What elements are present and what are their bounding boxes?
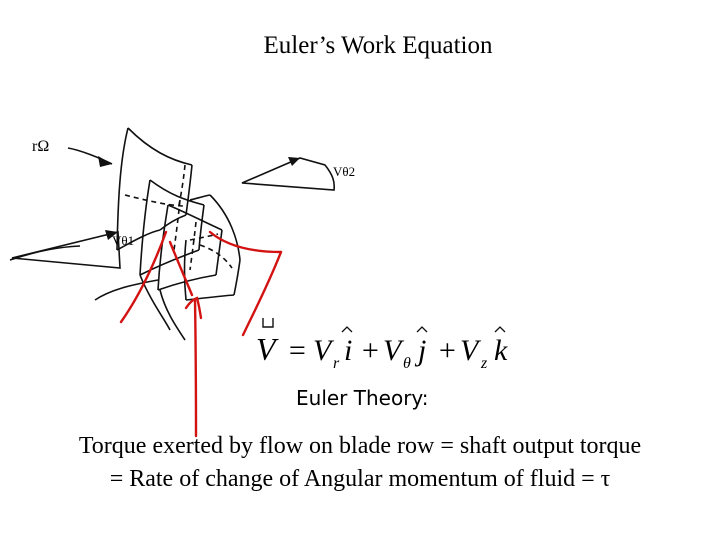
eq-lhs: V [256, 331, 279, 367]
velocity-equation: V = V r i + V θ j + V z k [256, 318, 508, 372]
label-v-theta2: Vθ2 [333, 164, 355, 179]
eq-term1-sub: r [333, 355, 340, 372]
slide-title: Euler’s Work Equation [263, 32, 493, 59]
eq-term3-unit: k [494, 334, 508, 367]
rotation-arrow [67, 147, 113, 165]
label-v-theta1: Vθ1 [112, 233, 134, 248]
eq-term2-unit: j [414, 334, 426, 367]
label-r-omega: rΩ [32, 138, 49, 155]
eq-term3: V [460, 334, 482, 367]
blade-sketch [9, 127, 241, 341]
eq-term2: V [383, 334, 405, 367]
eq-term1: V [313, 334, 335, 367]
red-annotations [119, 230, 283, 438]
velocity-triangles [11, 157, 336, 269]
eq-term3-sub: z [480, 355, 488, 372]
eq-term2-sub: θ [403, 355, 411, 372]
eq-equals: = [287, 334, 307, 367]
eq-plus1: + [360, 334, 380, 367]
torque-statement-line1: Torque exerted by flow on blade row = sh… [78, 433, 642, 459]
eq-plus2: + [437, 334, 457, 367]
torque-statement-line2: = Rate of change of Angular momentum of … [109, 466, 611, 492]
eq-term1-unit: i [344, 334, 352, 367]
euler-theory-heading: Euler Theory: [296, 386, 429, 410]
